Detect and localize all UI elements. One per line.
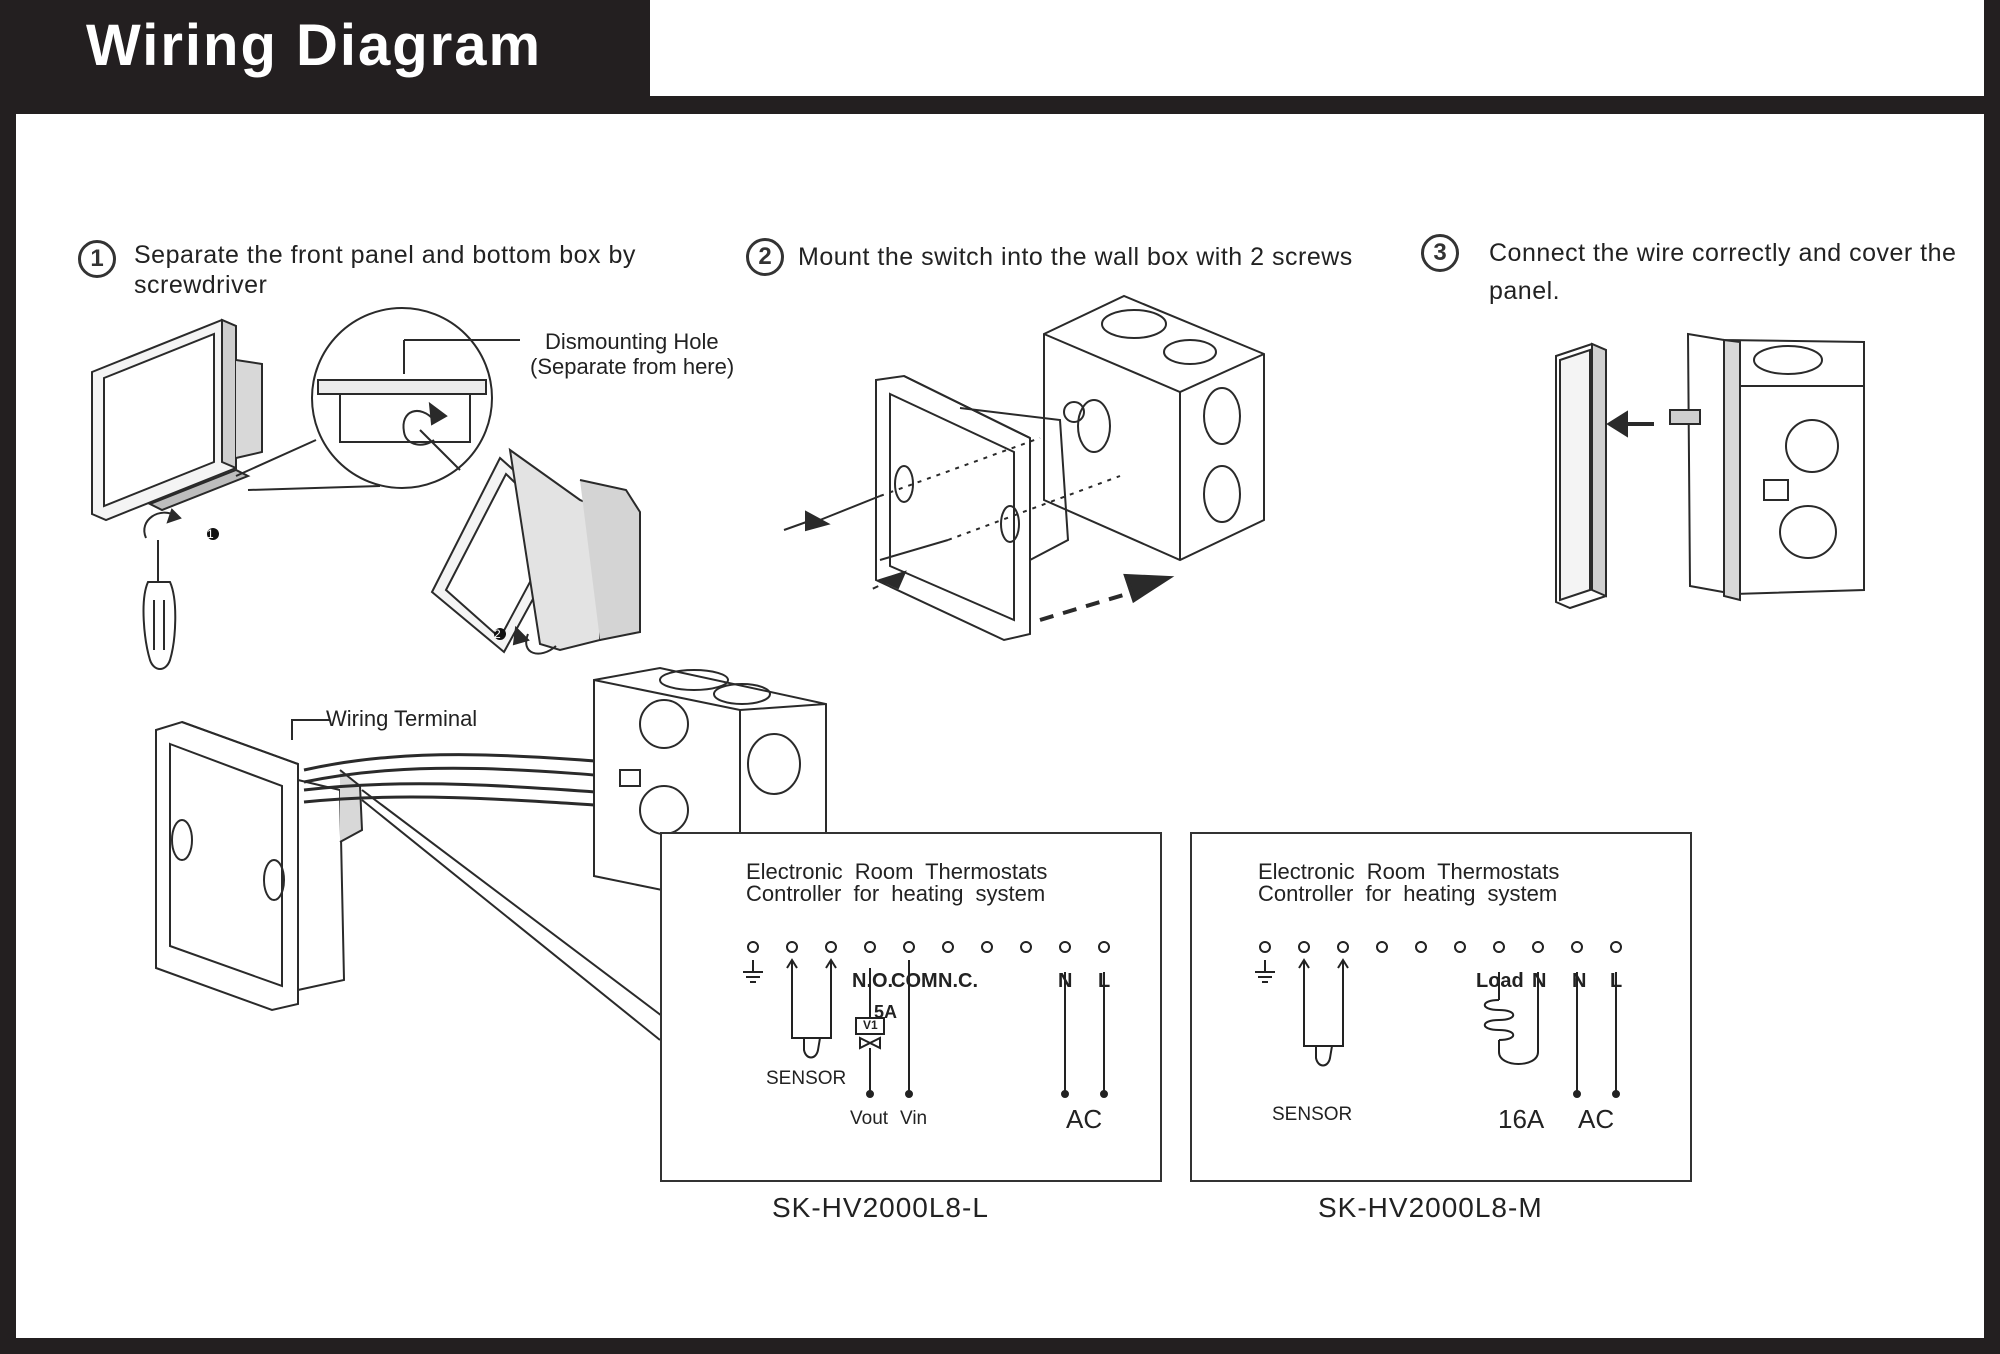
step-number-3: 3 [1421, 234, 1459, 272]
arrow-left-step3 [1606, 410, 1654, 438]
step-number-1: 1 [78, 240, 116, 278]
marker-2-label: 2 [494, 627, 501, 641]
sensor-label-l: SENSOR [766, 1068, 847, 1089]
step-3-text: Connect the wire correctly and cover the… [1489, 239, 1957, 305]
dismounting-hole-sublabel: (Separate from here) [530, 354, 735, 379]
term-nc-l: N.C. [938, 970, 978, 992]
screws-step2 [783, 437, 1121, 591]
schematic-m-title-line2: Controller for heating system [1258, 881, 1558, 906]
back-plate-step2 [875, 374, 1070, 642]
ground-icon [743, 960, 763, 983]
ground-icon [1255, 960, 1275, 983]
callout-lines [291, 719, 663, 1041]
dismounting-hole-label: Dismounting Hole [545, 329, 719, 354]
arrow-dashed-step2 [1039, 573, 1175, 622]
front-panel-step3 [1555, 342, 1607, 610]
ac-label-m: AC [1578, 1104, 1615, 1134]
magnifier-callout [235, 307, 520, 491]
ac-label-l: AC [1066, 1104, 1103, 1134]
schematic-l-wiring [743, 941, 1110, 1098]
current-label-m: 16A [1498, 1104, 1545, 1134]
schematic-m-title-line1: Electronic Room Thermostats [1258, 859, 1560, 884]
term-com-l: COM [891, 970, 938, 992]
sensor-icon [1315, 1045, 1334, 1067]
step-2: 2 Mount the switch into the wall box wit… [746, 238, 1426, 276]
schematic-l-title: Electronic Room Thermostats Controller f… [746, 861, 1047, 905]
step-2-text: Mount the switch into the wall box with … [798, 243, 1353, 271]
vin-label-l: Vin [900, 1108, 928, 1129]
current-rating-l: 5A [874, 1002, 898, 1022]
back-plate-bottom [155, 720, 364, 1012]
schematic-l-box: Electronic Room Thermostats Controller f… [660, 832, 1162, 1182]
page-title: Wiring Diagram [86, 13, 543, 78]
valve-icon [855, 1017, 885, 1035]
screwdriver-icon [142, 508, 182, 670]
thermostat-tilted [430, 447, 641, 655]
valve-label-l: V1 [863, 1018, 878, 1032]
schematic-m-wiring [1255, 941, 1622, 1098]
marker-2-dot [494, 628, 506, 640]
schematic-m-box: Electronic Room Thermostats Controller f… [1190, 832, 1692, 1182]
model-m: SK-HV2000L8-M [1318, 1192, 1543, 1223]
model-l: SK-HV2000L8-L [772, 1192, 989, 1223]
step-3: 3 Connect the wire correctly and cover t… [1421, 234, 1961, 310]
term-l-m: L [1610, 970, 1623, 992]
term-l-l: L [1098, 970, 1111, 992]
term-n1-m: N [1532, 970, 1547, 992]
wall-box-step2 [1043, 294, 1265, 562]
marker-1-label: 1 [207, 527, 214, 541]
sensor-label-m: SENSOR [1272, 1104, 1353, 1125]
term-load-m: Load [1476, 970, 1524, 992]
title-tab: Wiring Diagram [0, 0, 650, 114]
wall-box-step3 [1669, 332, 1865, 602]
schematic-l-title-line2: Controller for heating system [746, 881, 1046, 906]
heating-coil-icon [1483, 972, 1539, 1065]
sensor-icon [803, 1037, 822, 1059]
term-no-l: N.O. [852, 970, 894, 992]
thermostat-front-panel [91, 318, 263, 522]
step-number-2: 2 [746, 238, 784, 276]
term-n2-m: N [1572, 970, 1587, 992]
term-n-l: N [1058, 970, 1073, 992]
step-1: 1 Separate the front panel and bottom bo… [78, 240, 698, 300]
wiring-terminal-label: Wiring Terminal [326, 706, 478, 731]
marker-1-dot [207, 528, 219, 540]
schematic-m-title: Electronic Room Thermostats Controller f… [1258, 861, 1559, 905]
vout-label-l: Vout [850, 1108, 889, 1129]
step-1-text: Separate the front panel and bottom box … [134, 241, 636, 299]
schematic-l-title-line1: Electronic Room Thermostats [746, 859, 1048, 884]
